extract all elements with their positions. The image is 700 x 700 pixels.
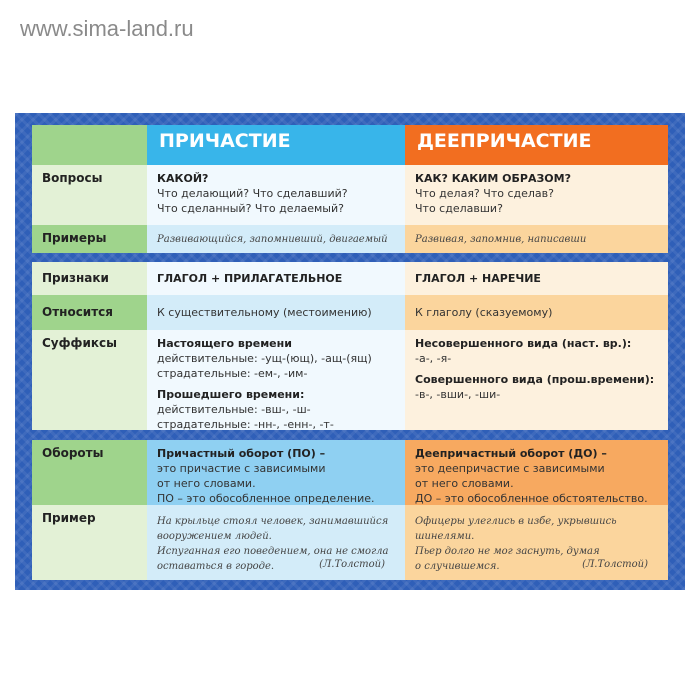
subtitle: Несовершенного вида (наст. вр.):: [415, 337, 632, 350]
title: Деепричастный оборот (ДО): [415, 447, 598, 460]
row-label-questions: Вопросы: [32, 165, 147, 225]
gerund-phrases: Деепричастный оборот (ДО) – это дееприча…: [405, 440, 668, 505]
line: оставаться в городе.: [157, 561, 275, 572]
subtitle: Совершенного вида (прош.времени):: [415, 373, 655, 386]
gerund-relates: К глаголу (сказуемому): [405, 295, 668, 330]
line: действительные: -вш-, -ш-: [157, 403, 311, 416]
line: Что сделавши?: [415, 202, 503, 215]
line: Что делая? Что сделав?: [415, 187, 554, 200]
line: ДО – это обособленное обстоятельство.: [415, 492, 648, 505]
participle-examples: Развивающийся, запомнивший, двигаемый: [147, 225, 405, 253]
line: страдательные: -нн-, -енн-, -т-: [157, 418, 334, 431]
line: Что сделанный? Что делаемый?: [157, 202, 344, 215]
line: -а-, -я-: [415, 352, 452, 365]
title: Причастный оборот (ПО): [157, 447, 316, 460]
source: (Л.Толстой): [582, 559, 648, 570]
line: это причастие с зависимыми: [157, 462, 326, 475]
participle-suffixes: Настоящего времени действительные: -ущ-(…: [147, 330, 405, 431]
participle-relates: К существительному (местоимению): [147, 295, 405, 330]
source: (Л.Толстой): [319, 559, 385, 570]
row-label-features: Признаки: [32, 262, 147, 295]
title: КАКОЙ?: [157, 172, 209, 185]
participle-questions: КАКОЙ? Что делающий? Что сделавший? Что …: [147, 165, 405, 225]
row-label-example: Пример: [32, 505, 147, 580]
line: шинелями.: [415, 531, 475, 542]
line: Что делающий? Что сделавший?: [157, 187, 348, 200]
gerund-features: ГЛАГОЛ + НАРЕЧИЕ: [405, 262, 668, 295]
line: от него словами.: [157, 477, 256, 490]
row-label-examples: Примеры: [32, 225, 147, 253]
subtitle: Прошедшего времени:: [157, 388, 305, 401]
line: о случившемся.: [415, 561, 500, 572]
gerund-suffixes: Несовершенного вида (наст. вр.): -а-, -я…: [405, 330, 668, 430]
line: вооружением людей.: [157, 531, 272, 542]
title: КАК? КАКИМ ОБРАЗОМ?: [415, 172, 571, 185]
line: страдательные: -ем-, -им-: [157, 367, 308, 380]
line: Пьер долго не мог заснуть, думая: [415, 546, 600, 557]
line: ПО – это обособленное определение.: [157, 492, 375, 505]
row-label-suffixes: Суффиксы: [32, 330, 147, 430]
line: от него словами.: [415, 477, 514, 490]
header-gerund: ДЕЕПРИЧАСТИЕ: [405, 125, 668, 165]
line: На крыльце стоял человек, занимавшийся: [157, 516, 389, 527]
line: Офицеры улеглись в избе, укрывшись: [415, 516, 617, 527]
gerund-questions: КАК? КАКИМ ОБРАЗОМ? Что делая? Что сдела…: [405, 165, 668, 225]
line: это деепричастие с зависимыми: [415, 462, 605, 475]
line: -в-, -вши-, -ши-: [415, 388, 501, 401]
gerund-examples: Развивая, запомнив, написавши: [405, 225, 668, 253]
gerund-example: Офицеры улеглись в избе, укрывшись шинел…: [405, 505, 668, 580]
header-participle: ПРИЧАСТИЕ: [147, 125, 405, 165]
line: Испуганная его поведением, она не смогла: [157, 546, 389, 557]
watermark: www.sima-land.ru: [20, 16, 194, 41]
header-blank: [32, 125, 147, 165]
row-label-phrases: Обороты: [32, 440, 147, 505]
line: действительные: -ущ-(ющ), -ащ-(ящ): [157, 352, 372, 365]
row-label-relates: Относится: [32, 295, 147, 330]
participle-example: На крыльце стоял человек, занимавшийся в…: [147, 505, 405, 580]
participle-phrases: Причастный оборот (ПО) – это причастие с…: [147, 440, 405, 505]
subtitle: Настоящего времени: [157, 337, 292, 350]
participle-features: ГЛАГОЛ + ПРИЛАГАТЕЛЬНОЕ: [147, 262, 405, 295]
